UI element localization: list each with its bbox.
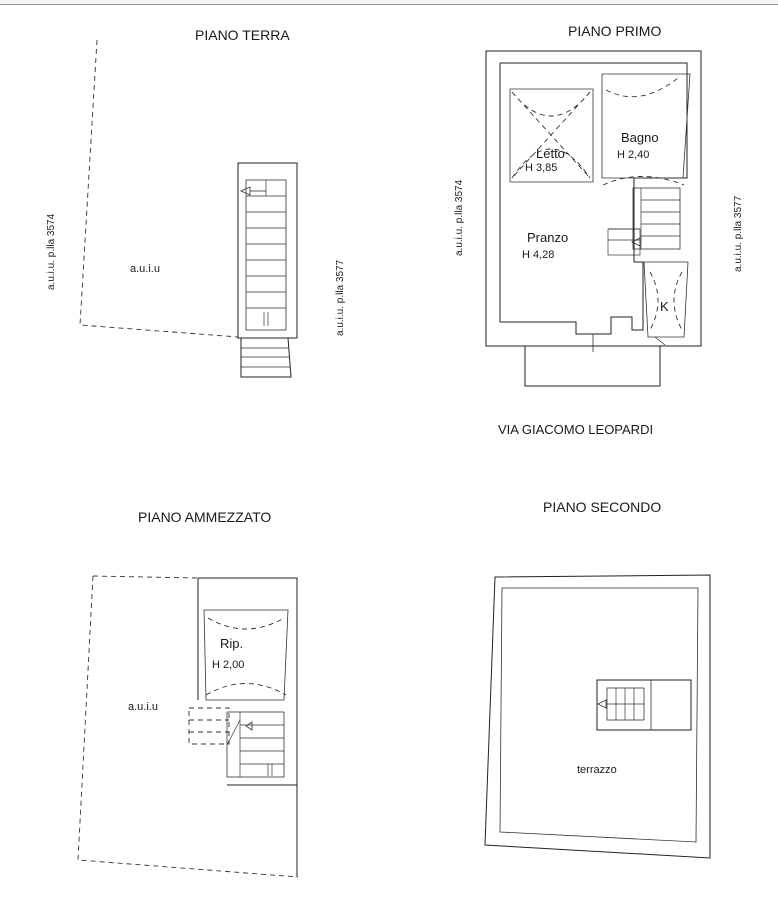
rip-vault-bottom — [205, 683, 287, 696]
pranzo-name-label: Pranzo — [527, 230, 568, 245]
kitchen-room — [643, 261, 689, 338]
kitchen-vault-lines — [649, 271, 683, 331]
mezzanine-neighbor-area-label: a.u.i.u — [128, 701, 158, 713]
mezzanine-floor-plan: PIANO AMMEZZATO Rip. H 2,00 a.u.i.u — [77, 509, 299, 878]
terrazzo-label: terrazzo — [577, 764, 617, 776]
rip-room — [203, 609, 289, 701]
letto-name-label: Letto — [536, 146, 565, 161]
street-label: VIA GIACOMO LEOPARDI — [498, 422, 653, 437]
ground-neighbor-area-label: a.u.i.u — [130, 263, 160, 275]
letto-vault-lines — [511, 91, 591, 179]
mezzanine-lot-boundary — [77, 575, 299, 878]
top-edge-bar — [0, 0, 778, 5]
bagno-name-label: Bagno — [621, 130, 659, 145]
ground-neighbor-3577-label: a.u.i.u. p.lla 3577 — [335, 259, 346, 336]
ground-floor-plan: PIANO TERRA a.u.i.u a.u.i.u. p.lla 3574 … — [46, 27, 346, 378]
letto-height-label: H 3,85 — [525, 162, 557, 174]
rip-name-label: Rip. — [220, 636, 243, 651]
ground-stair-treads — [246, 180, 286, 326]
second-floor-outer-wall — [484, 574, 711, 859]
first-stair-treads — [607, 188, 680, 256]
mezzanine-stair-block — [226, 711, 285, 778]
first-floor-inner-wall — [499, 62, 688, 335]
letto-alcove — [509, 88, 594, 183]
mezzanine-lot-boundary-top — [92, 575, 199, 579]
first-floor-title: PIANO PRIMO — [568, 23, 661, 39]
bagno-vault-lines — [605, 77, 679, 98]
first-neighbor-3574-label: a.u.i.u. p.lla 3574 — [454, 179, 465, 256]
second-stair-arrow-icon — [597, 699, 607, 709]
mezzanine-stair-arrow-icon — [245, 721, 253, 731]
mezzanine-outer-wall — [198, 577, 298, 877]
ground-floor-title: PIANO TERRA — [195, 27, 290, 43]
ground-stair-block — [237, 162, 298, 339]
bagno-height-label: H 2,40 — [617, 149, 649, 161]
second-floor-title: PIANO SECONDO — [543, 499, 661, 515]
terrazzo-inner-wall — [499, 587, 699, 843]
kitchen-label: K — [660, 299, 669, 314]
pranzo-height-label: H 4,28 — [522, 249, 554, 261]
first-floor-plan: PIANO PRIMO Letto H 3,85 Bag — [454, 23, 744, 437]
first-floor-outer-wall — [485, 50, 702, 347]
first-neighbor-3577-label: a.u.i.u. p.lla 3577 — [733, 195, 744, 272]
ground-entry-steps — [240, 337, 292, 378]
rip-vault-top — [207, 617, 285, 630]
mezzanine-stair-dashed — [188, 707, 230, 745]
ground-stair-arrow-icon — [240, 186, 251, 196]
mezzanine-floor-title: PIANO AMMEZZATO — [138, 509, 271, 525]
first-floor-balcony — [524, 345, 661, 387]
ground-neighbor-3574-label: a.u.i.u. p.lla 3574 — [46, 213, 57, 290]
first-stair-block — [632, 187, 681, 250]
ground-lot-boundary — [79, 39, 239, 338]
first-stair-arrow-icon — [631, 237, 641, 247]
second-stair-housing — [596, 679, 692, 731]
ground-stair-flight — [245, 179, 287, 331]
bagno-room — [601, 73, 691, 179]
rip-height-label: H 2,00 — [212, 659, 244, 671]
mezzanine-stair-treads — [226, 712, 284, 777]
second-floor-plan: PIANO SECONDO terrazzo — [484, 499, 711, 859]
